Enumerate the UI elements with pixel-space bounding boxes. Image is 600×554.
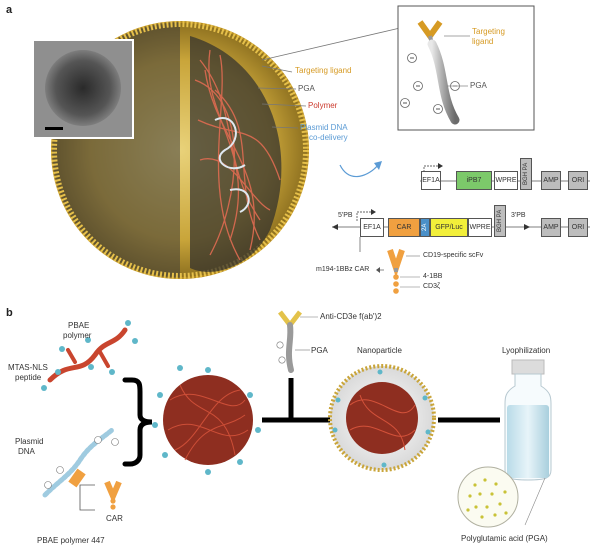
car-name-label: m194-1BBz CAR <box>316 266 370 273</box>
panel-a-letter: a <box>6 4 13 16</box>
c2-bgh-pa: BGH PA <box>494 205 506 237</box>
car-glyph-b <box>79 480 122 511</box>
plasmid-b-label-1: Plasmid <box>15 437 44 446</box>
leader-lines <box>257 27 401 129</box>
plasmid-dna-glyph <box>42 427 119 498</box>
c1-ipb7: iPB7 <box>456 171 492 190</box>
c2-ef1a: EF1A <box>360 218 384 237</box>
plasmid-label-2: co-delivery <box>309 133 348 142</box>
c2-car: CAR <box>388 218 420 237</box>
plasmid-label-1: Plasmid DNA <box>300 123 348 132</box>
pga-b-label: PGA <box>311 346 328 355</box>
junction-t <box>282 378 300 423</box>
co-delivery-arrowhead <box>374 161 382 170</box>
inset-targeting-label-2: ligand <box>472 37 494 46</box>
mixing-brace <box>122 377 153 467</box>
c2-3pb: 3'PB <box>511 212 526 219</box>
anti-cd3-glyph <box>276 310 318 373</box>
anti-cd3-label: Anti-CD3e f(ab')2 <box>320 312 382 321</box>
c1-ori: ORI <box>568 171 588 190</box>
inset-pga-label: PGA <box>470 81 487 90</box>
polymer-label: Polymer <box>308 101 338 110</box>
c2-gfp-luc: GFP/Luc <box>430 218 468 237</box>
inset-targeting-label-1: Targeting <box>472 27 505 36</box>
pbae-label-1: PBAE <box>68 321 90 330</box>
pga-powder-zoom <box>457 466 546 528</box>
pbae-label-2: polymer <box>63 331 92 340</box>
car-41bb-label: 4-1BB <box>423 273 443 280</box>
pbae447-label: PBAE polymer 447 <box>37 536 105 545</box>
co-delivery-arrow <box>339 164 379 178</box>
coated-nanoparticle <box>328 364 436 472</box>
lyophilization-vial <box>504 359 552 481</box>
scale-bar <box>45 127 63 130</box>
pga-label: PGA <box>298 84 315 93</box>
panel-b-letter: b <box>6 307 13 319</box>
c2-5pb: 5'PB <box>338 212 353 219</box>
targeting-ligand-label: Targeting ligand <box>295 66 352 75</box>
lyophilization-label: Lyophilization <box>502 346 551 355</box>
c2-ori: ORI <box>568 218 588 237</box>
mtas-label-1: MTAS-NLS <box>8 363 48 372</box>
pga-full-label: Polyglutamic acid (PGA) <box>461 534 548 543</box>
c1-ef1a: EF1A <box>421 171 441 190</box>
polyplex <box>152 365 261 475</box>
c2-2a: 2A <box>420 218 430 237</box>
car-cd3-label: CD3ζ <box>423 283 441 290</box>
c1-wpre: WPRE <box>494 171 518 190</box>
mtas-label-2: peptide <box>15 373 42 382</box>
plasmid-b-label-2: DNA <box>18 447 35 456</box>
c2-amp: AMP <box>541 218 561 237</box>
c1-bgh-pa: BGH PA <box>520 158 532 190</box>
em-micrograph <box>32 39 134 139</box>
car-scfv-label: CD19-specific scFv <box>423 252 484 259</box>
nanoparticle-label: Nanoparticle <box>357 346 402 355</box>
ligand-inset-box <box>397 5 535 131</box>
car-b-label: CAR <box>106 514 123 523</box>
pbae-polymer-glyph <box>41 320 138 391</box>
c2-wpre: WPRE <box>468 218 492 237</box>
c1-amp: AMP <box>541 171 561 190</box>
car-glyph-a <box>359 237 420 294</box>
